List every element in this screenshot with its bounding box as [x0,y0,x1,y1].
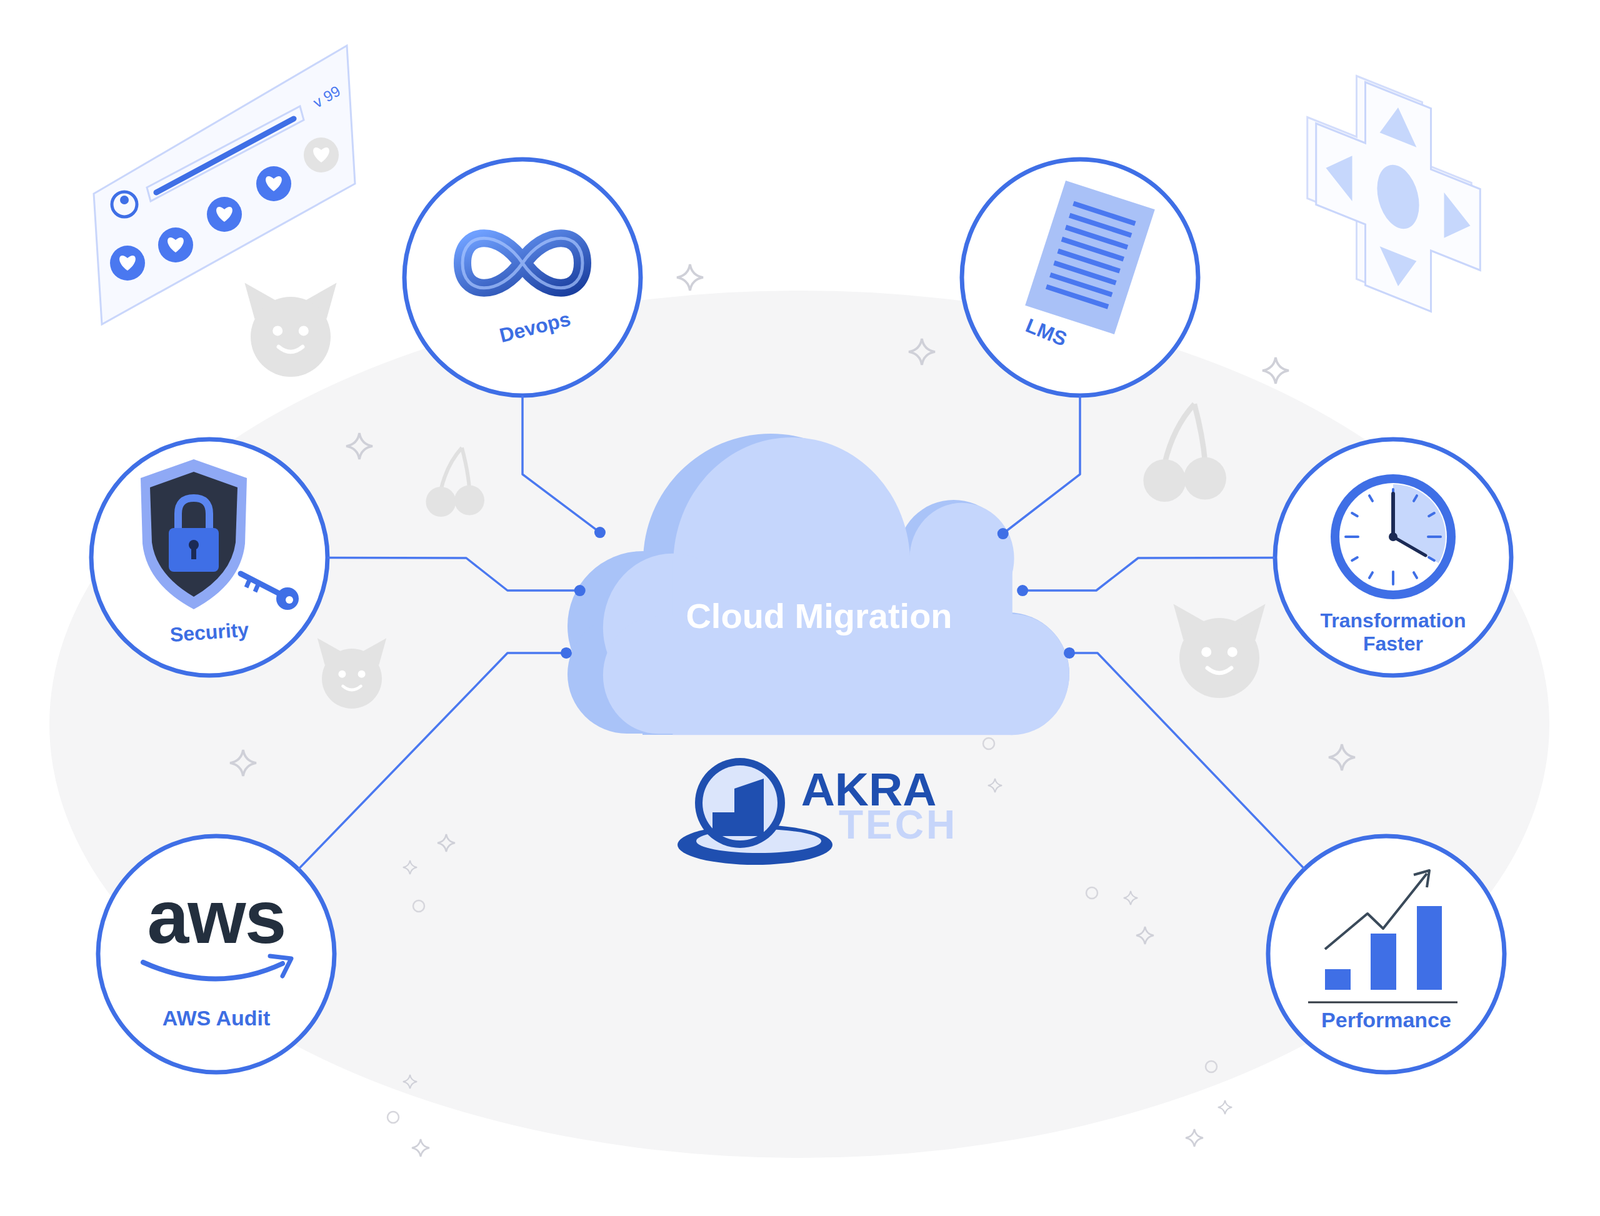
node-label: Performance [1321,1008,1452,1033]
service-circle: Security [88,436,330,679]
connector-line [522,395,606,539]
logo-text: aws [147,873,286,960]
performance-chart [1308,870,1458,1003]
rating-card [93,45,355,325]
lms-document [1025,180,1155,335]
cross-shape [1307,56,1481,332]
cloud-shape [566,433,1070,735]
circle-outline [401,156,644,399]
logo-word: TECH [838,805,958,845]
service-circle: LMS [959,156,1201,399]
cloud-hub: Cloud Migration [566,433,1070,735]
node-label: Transformation Faster [1302,609,1484,656]
aws-smile [143,956,292,980]
backdrop-ellipse [49,290,1550,1159]
circle-outline [1265,833,1507,1075]
service-circle: awsAWS Audit [95,833,337,1075]
connector-line [298,647,572,870]
clock-icon [1330,474,1456,600]
connector-line [327,558,586,597]
connector-line [1016,558,1275,597]
connector-line [1063,647,1305,870]
devops-infinity [462,238,583,289]
decoration [230,264,1355,1157]
service-circle: Devops [401,156,644,399]
connector-line [997,395,1080,540]
service-circle: Transformation Faster [1272,436,1514,679]
service-circle: Performance [1265,833,1507,1075]
node-label: AWS Audit [162,1006,271,1031]
node-label: Cloud Migration [685,596,952,637]
circle-outline [959,156,1201,399]
version-tag: v 99 [310,83,343,110]
security-shield [140,459,299,610]
